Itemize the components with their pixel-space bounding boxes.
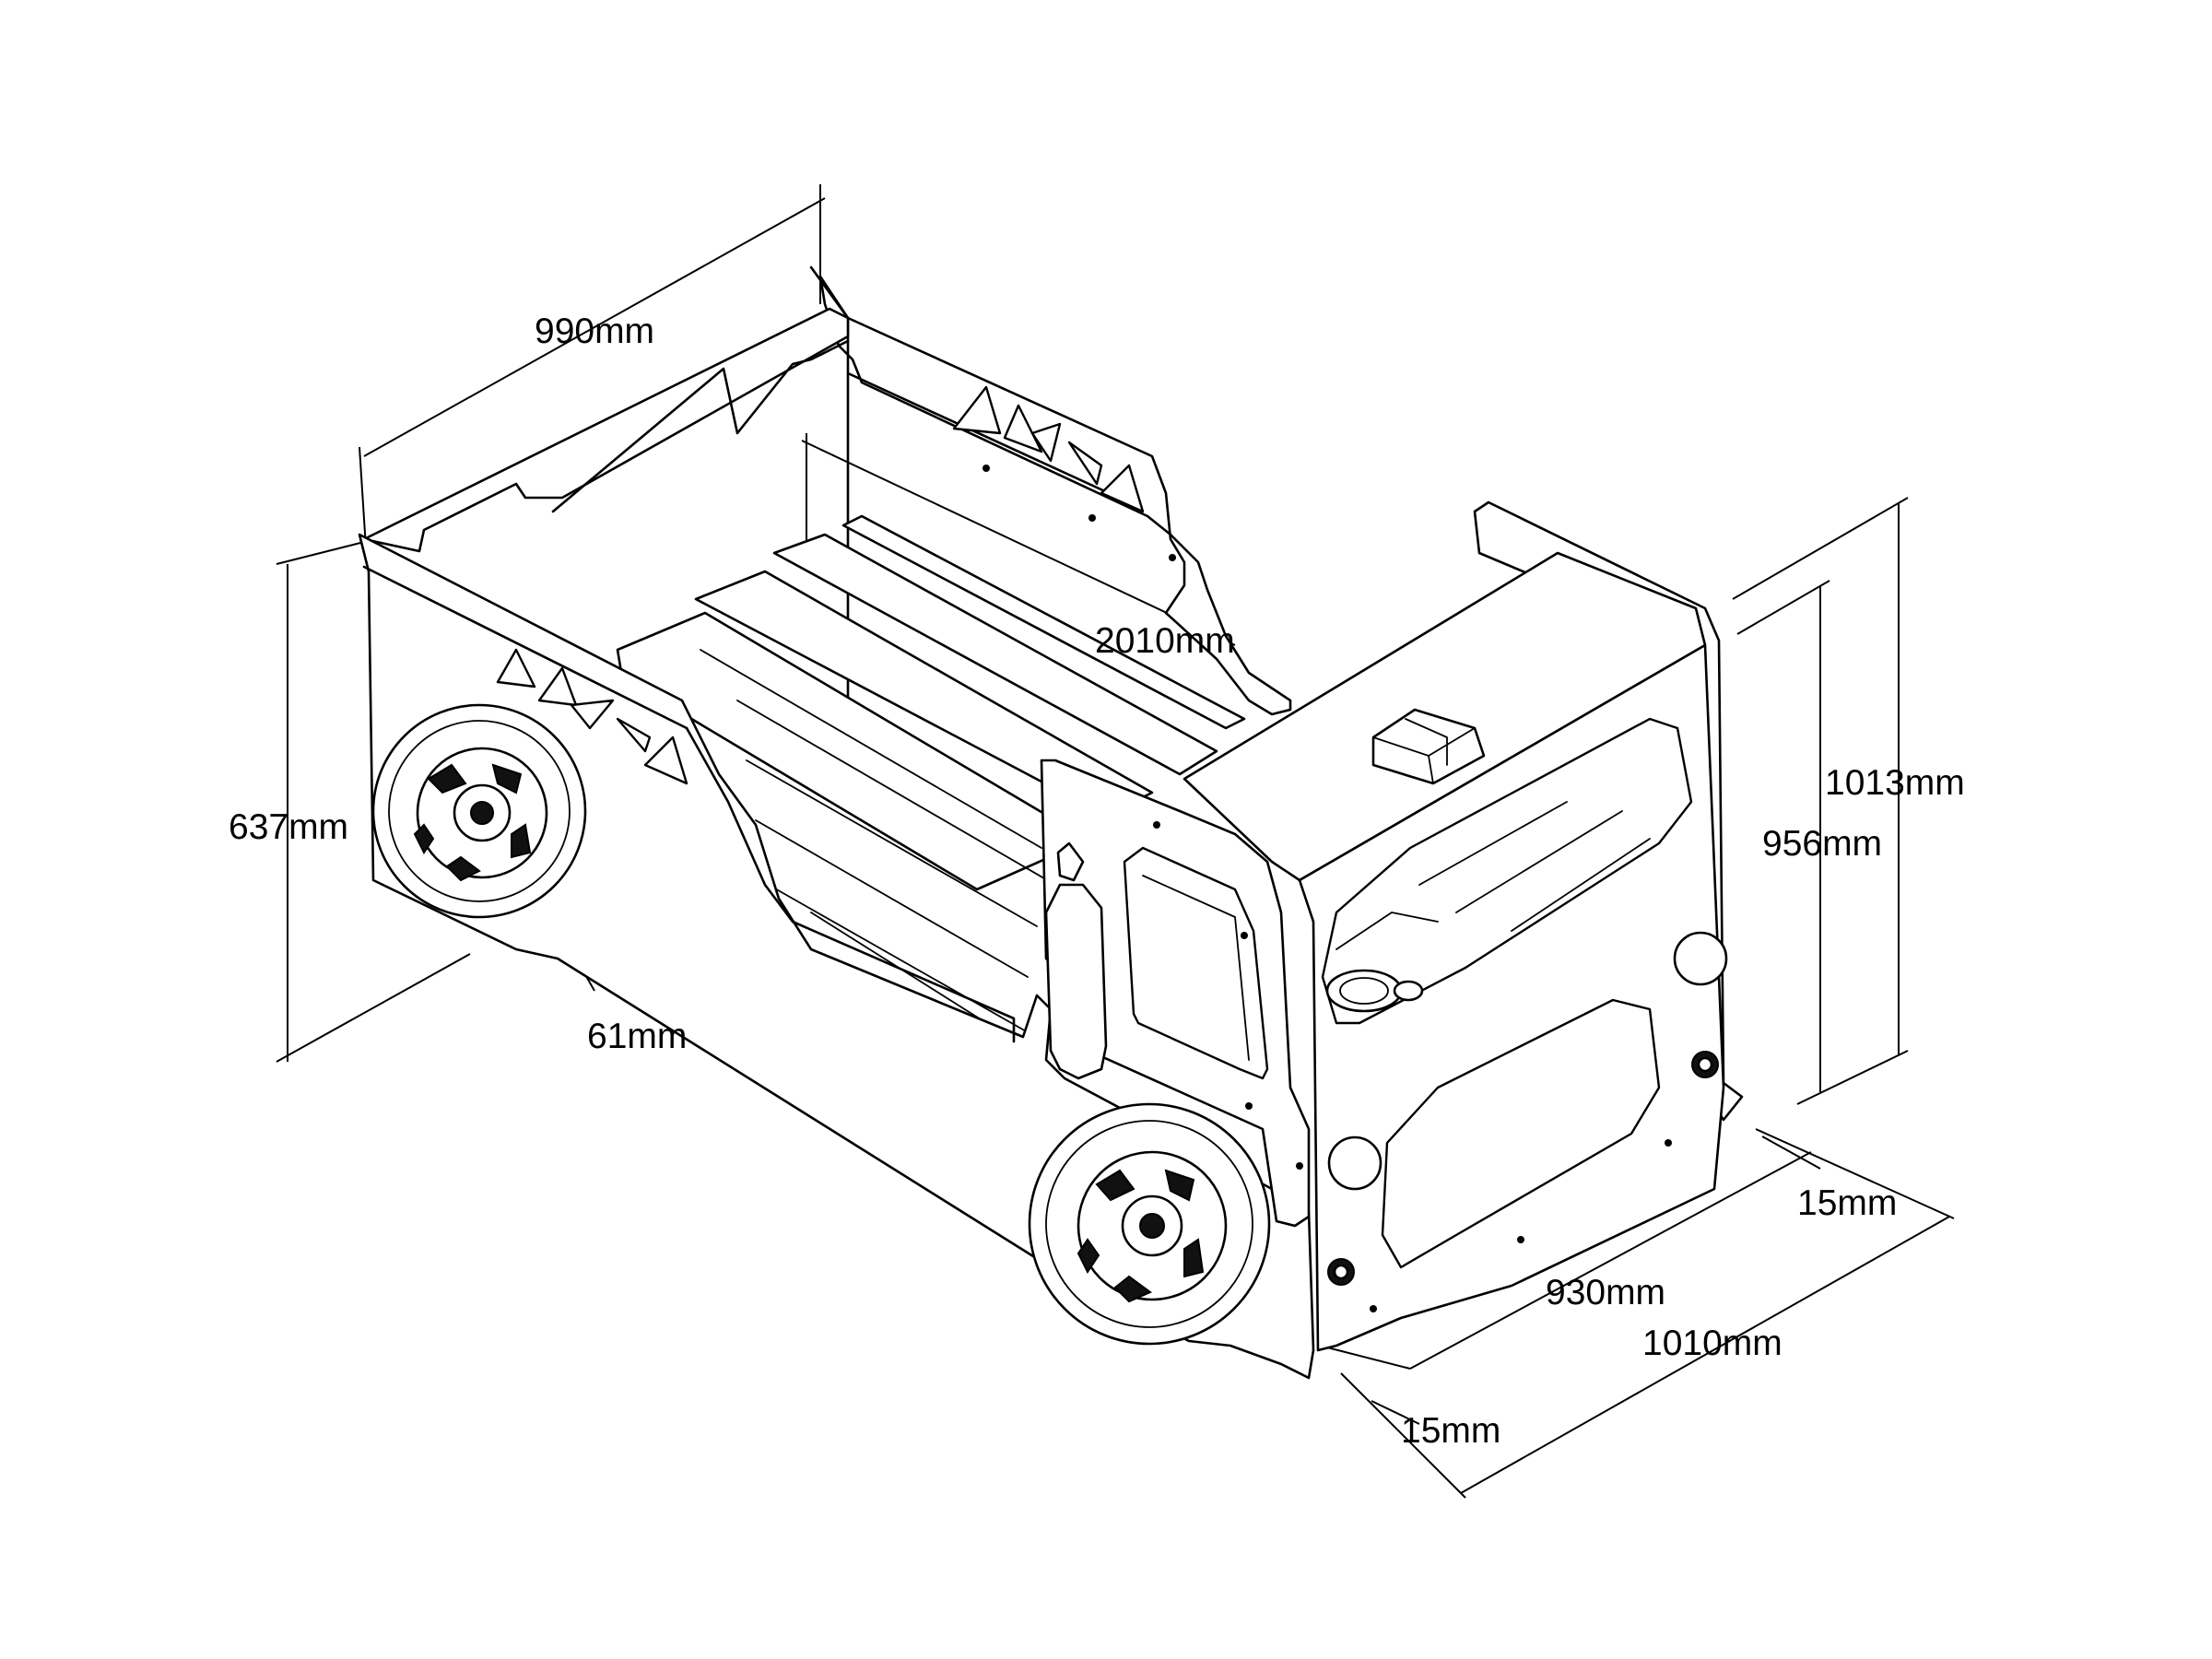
bed-slats <box>616 514 1246 1047</box>
rear-wheel <box>371 703 587 919</box>
height-side-label: 637mm <box>229 807 348 847</box>
cab <box>1182 500 1744 1352</box>
outer-width-label: 1010mm <box>1642 1324 1783 1363</box>
width-top-label: 990mm <box>535 312 654 351</box>
front-offset-bottom-label: 15mm <box>1401 1411 1500 1451</box>
front-wheel <box>1028 1102 1271 1346</box>
height-total-label: 1013mm <box>1825 763 1965 803</box>
front-offset-right-label: 15mm <box>1797 1183 1897 1223</box>
length-label: 2010mm <box>1095 621 1235 661</box>
rear-inner-side <box>362 307 850 553</box>
dimension-labels: 990mm 2010mm 637mm 61mm 1013mm 956mm 15m… <box>229 312 1965 1451</box>
inner-width-label: 930mm <box>1546 1273 1665 1312</box>
wheel-offset-label: 61mm <box>587 1017 687 1056</box>
dimension-lines <box>276 184 1955 1499</box>
door <box>1040 759 1311 1228</box>
height-front-label: 956mm <box>1762 824 1882 864</box>
